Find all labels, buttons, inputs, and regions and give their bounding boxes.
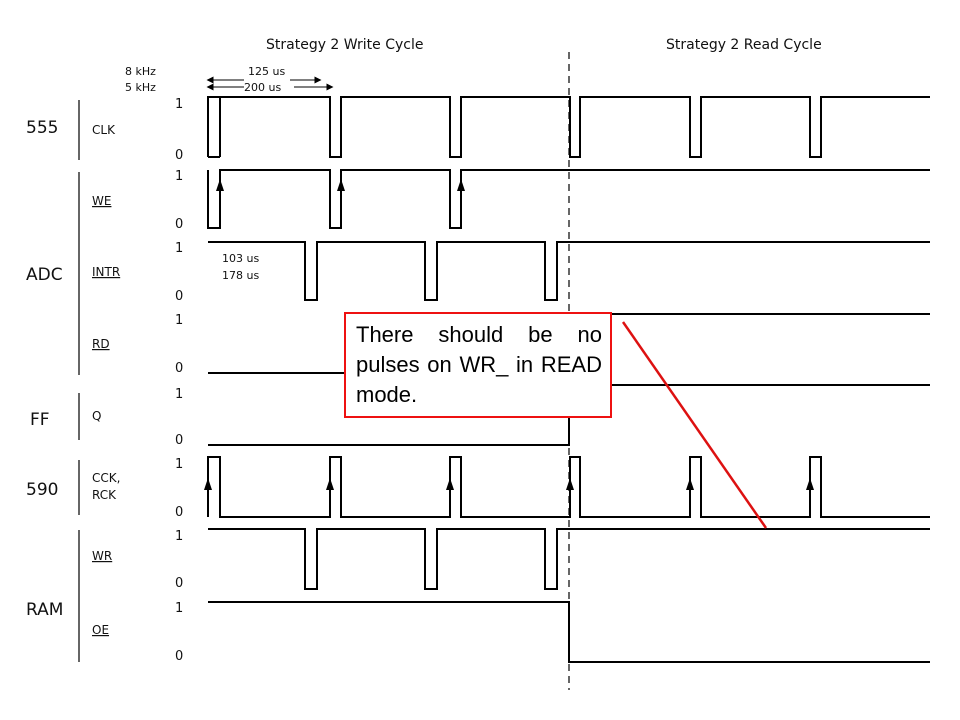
intr-delay-label-178us: 178 us [222, 269, 259, 282]
level-low-q: 0 [175, 433, 183, 448]
period-label-125us: 125 us [248, 65, 285, 78]
level-high-rd: 1 [175, 313, 183, 328]
period-label-200us: 200 us [244, 81, 281, 94]
signal-label-cck: CCK, [92, 471, 120, 485]
edge-arrow-we-3 [457, 179, 465, 191]
signal-label-q: Q [92, 409, 101, 423]
waveform-cck-rck [207, 456, 930, 518]
edge-arrow-cck-3 [446, 478, 454, 490]
waveform-clk [207, 96, 930, 158]
level-low-rd: 0 [175, 361, 183, 376]
level-low-wr: 0 [175, 576, 183, 591]
edge-arrow-cck-6 [806, 478, 814, 490]
level-low-cck: 0 [175, 505, 183, 520]
signal-label-clk: CLK [92, 123, 116, 137]
level-high-clk: 1 [175, 97, 183, 112]
waveform-oe [208, 601, 930, 663]
level-low-we: 0 [175, 217, 183, 232]
callout-line [621, 321, 768, 529]
level-low-clk: 0 [175, 148, 183, 163]
level-high-wr: 1 [175, 529, 183, 544]
level-high-intr: 1 [175, 241, 183, 256]
waveform-intr [208, 241, 930, 301]
waveform-we [207, 169, 930, 229]
freq-label-8khz: 8 kHz [125, 65, 156, 78]
signal-label-wr: WR [92, 549, 112, 563]
edge-arrow-cck-5 [686, 478, 694, 490]
signal-label-rck: RCK [92, 488, 117, 502]
write-cycle-header: Strategy 2 Write Cycle [266, 37, 423, 53]
group-label-555: 555 [26, 118, 58, 138]
edge-arrow-cck-2 [326, 478, 334, 490]
signal-label-rd: RD [92, 337, 110, 351]
group-label-ram: RAM [26, 600, 63, 620]
signal-label-intr: INTR [92, 265, 120, 279]
level-high-cck: 1 [175, 457, 183, 472]
annotation-note-text: There should be no pulses on WR_ in READ… [356, 322, 602, 407]
freq-label-5khz: 5 kHz [125, 81, 156, 94]
signal-label-we: WE [92, 194, 111, 208]
group-label-590: 590 [26, 480, 58, 500]
edge-arrow-cck-4 [566, 478, 574, 490]
read-cycle-header: Strategy 2 Read Cycle [666, 37, 822, 53]
level-low-intr: 0 [175, 289, 183, 304]
level-low-oe: 0 [175, 649, 183, 664]
level-high-we: 1 [175, 169, 183, 184]
intr-delay-label-103us: 103 us [222, 252, 259, 265]
waveform-wr [208, 528, 930, 590]
edge-arrow-we-1 [216, 179, 224, 191]
group-label-ff: FF [30, 410, 50, 430]
waveform-rd [208, 313, 930, 374]
level-high-oe: 1 [175, 601, 183, 616]
edge-arrow-we-2 [337, 179, 345, 191]
group-label-adc: ADC [26, 265, 63, 285]
edge-arrow-cck-1 [204, 478, 212, 490]
level-high-q: 1 [175, 387, 183, 402]
annotation-note: There should be no pulses on WR_ in READ… [344, 312, 612, 418]
signal-label-oe: OE [92, 623, 109, 637]
